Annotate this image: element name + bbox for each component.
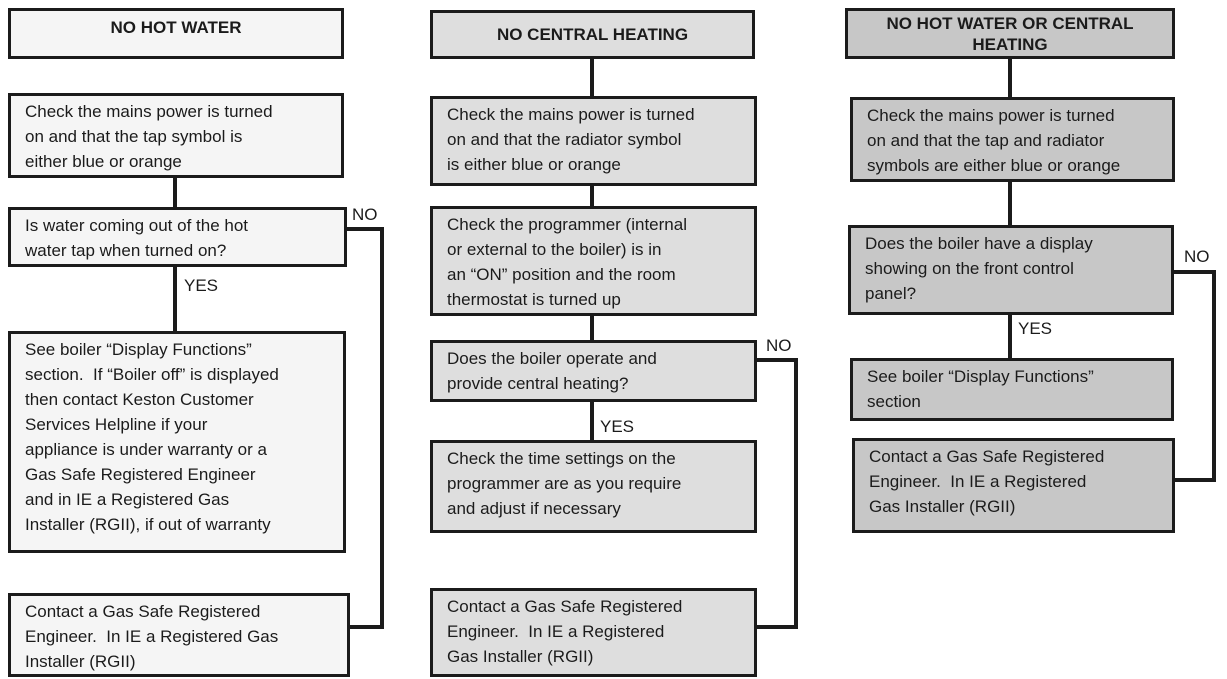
connector-check-to-programmer <box>590 185 594 207</box>
connector-no-horizontal-bottom <box>755 625 798 629</box>
connector-no-horizontal-top <box>345 227 384 231</box>
connector-no-horizontal-bottom <box>1173 478 1216 482</box>
edge-label-no: NO <box>1184 247 1210 266</box>
connector-no-horizontal-top <box>755 358 798 362</box>
node-display-question: Does the boiler have a display showing o… <box>848 225 1174 315</box>
connector-no-vertical <box>1212 270 1216 482</box>
node-title-no-central-heating: NO CENTRAL HEATING <box>430 10 755 59</box>
edge-label-no: NO <box>352 205 378 224</box>
connector-no-horizontal-top <box>1173 270 1216 274</box>
edge-label-no: NO <box>766 336 792 355</box>
connector-no-vertical <box>380 227 384 629</box>
node-contact-engineer: Contact a Gas Safe Registered Engineer. … <box>852 438 1175 533</box>
edge-label-yes: YES <box>184 276 219 295</box>
node-contact-engineer: Contact a Gas Safe Registered Engineer. … <box>430 588 757 677</box>
node-title-no-hot-water-or-central-heating: NO HOT WATER OR CENTRAL HEATING <box>845 8 1175 59</box>
node-see-display-functions: See boiler “Display Functions” section <box>850 358 1174 421</box>
connector-title-down <box>590 58 594 97</box>
edge-label-yes: YES <box>1018 319 1053 338</box>
node-contact-engineer: Contact a Gas Safe Registered Engineer. … <box>8 593 350 677</box>
connector-yes-vertical <box>173 266 177 332</box>
connector-yes-vertical <box>1008 314 1012 359</box>
node-check-mains-tap: Check the mains power is turned on and t… <box>8 93 344 178</box>
node-check-programmer: Check the programmer (internal or extern… <box>430 206 757 316</box>
connector-check-to-question <box>173 177 177 208</box>
node-see-display-functions: See boiler “Display Functions” section. … <box>8 331 346 553</box>
connector-title-down <box>1008 58 1012 98</box>
node-check-mains-radiator: Check the mains power is turned on and t… <box>430 96 757 186</box>
connector-check-to-question <box>1008 181 1012 226</box>
edge-label-yes: YES <box>600 417 635 436</box>
node-check-time-settings: Check the time settings on the programme… <box>430 440 757 533</box>
connector-yes-vertical <box>590 401 594 441</box>
connector-no-horizontal-bottom <box>349 625 384 629</box>
node-boiler-operate-question: Does the boiler operate and provide cent… <box>430 340 757 402</box>
node-title-no-hot-water: NO HOT WATER <box>8 8 344 59</box>
connector-no-vertical <box>794 358 798 629</box>
node-water-tap-question: Is water coming out of the hot water tap… <box>8 207 347 267</box>
connector-programmer-to-question <box>590 315 594 341</box>
node-check-mains-tap-radiator: Check the mains power is turned on and t… <box>850 97 1175 182</box>
